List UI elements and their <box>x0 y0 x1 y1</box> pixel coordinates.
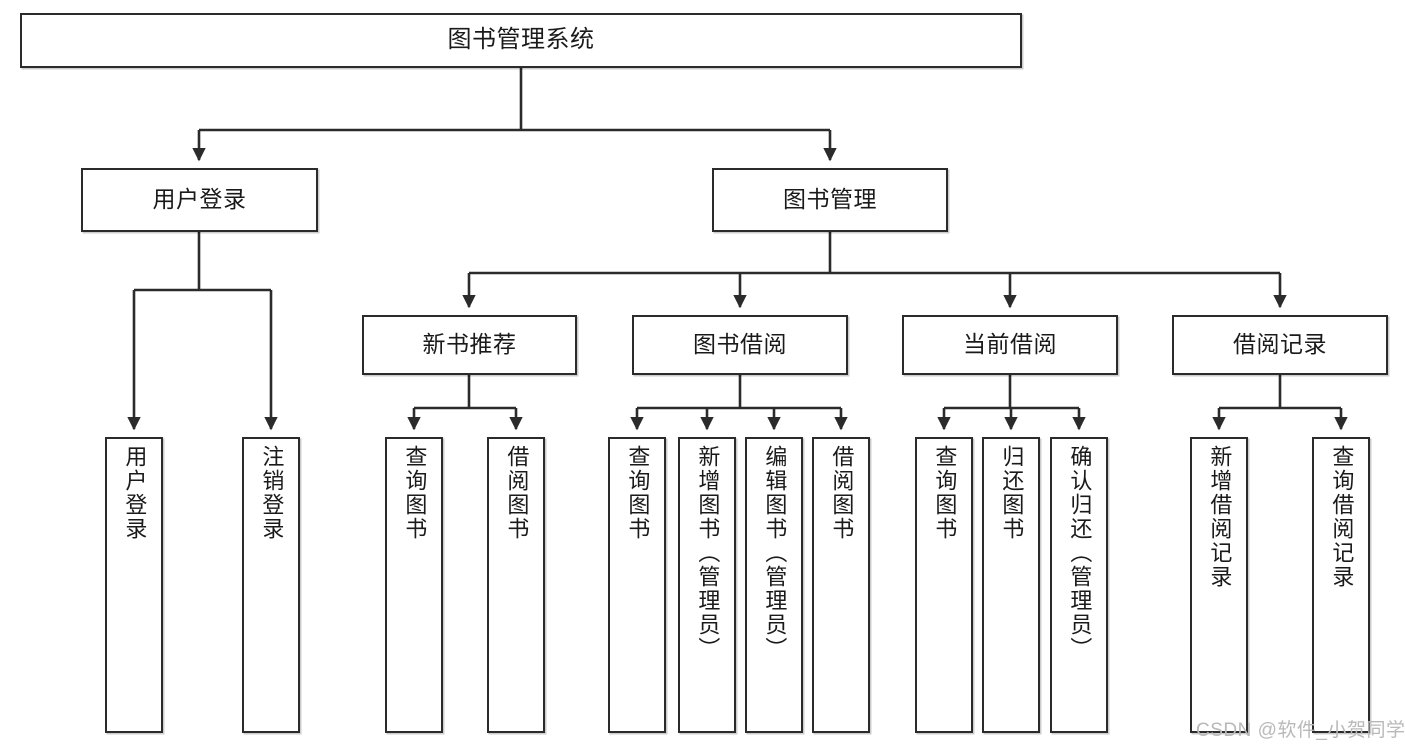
leaf-query-book-borrow-label: 查询图书 <box>625 445 651 541</box>
node-book-borrow-label: 图书借阅 <box>693 331 787 358</box>
node-book-management-label: 图书管理 <box>783 186 877 213</box>
node-user-login-label: 用户登录 <box>152 186 247 213</box>
node-user-login[interactable]: 用户登录 <box>81 168 318 232</box>
leaf-return-book-label: 归还图书 <box>999 445 1025 541</box>
leaf-borrow-book-rec[interactable]: 借阅图书 <box>487 437 545 733</box>
leaf-borrow-book-label: 借阅图书 <box>829 445 855 541</box>
leaf-confirm-return-admin-label: 确认归还（管理员） <box>1067 445 1093 661</box>
node-new-book-recommendation[interactable]: 新书推荐 <box>362 315 577 375</box>
leaf-query-borrow-record-label: 查询借阅记录 <box>1329 445 1355 589</box>
leaf-query-borrow-record[interactable]: 查询借阅记录 <box>1312 437 1370 733</box>
leaf-query-book-rec-label: 查询图书 <box>402 445 428 541</box>
node-borrow-record[interactable]: 借阅记录 <box>1172 315 1388 375</box>
leaf-query-book-rec[interactable]: 查询图书 <box>385 437 443 733</box>
leaf-borrow-book[interactable]: 借阅图书 <box>812 437 870 733</box>
node-borrow-record-label: 借阅记录 <box>1233 331 1327 358</box>
leaf-user-login-label: 用户登录 <box>122 445 148 541</box>
csdn-watermark: CSDN @软件_小贺同学 <box>1196 720 1405 741</box>
leaf-confirm-return-admin[interactable]: 确认归还（管理员） <box>1050 437 1108 733</box>
node-current-borrow[interactable]: 当前借阅 <box>902 315 1118 375</box>
leaf-logout-label: 注销登录 <box>259 445 285 541</box>
node-book-management[interactable]: 图书管理 <box>712 168 948 232</box>
leaf-query-book-borrow[interactable]: 查询图书 <box>608 437 666 733</box>
leaf-edit-book-admin-label: 编辑图书（管理员） <box>762 445 788 661</box>
leaf-query-book-current[interactable]: 查询图书 <box>915 437 973 733</box>
leaf-return-book[interactable]: 归还图书 <box>982 437 1040 733</box>
node-root-label: 图书管理系统 <box>447 26 595 54</box>
leaf-query-book-current-label: 查询图书 <box>932 445 958 541</box>
node-new-book-recommendation-label: 新书推荐 <box>422 331 517 358</box>
leaf-add-book-admin-label: 新增图书（管理员） <box>695 445 721 661</box>
leaf-borrow-book-rec-label: 借阅图书 <box>504 445 530 541</box>
leaf-add-book-admin[interactable]: 新增图书（管理员） <box>678 437 736 733</box>
node-book-borrow[interactable]: 图书借阅 <box>632 315 848 375</box>
leaf-user-login[interactable]: 用户登录 <box>105 437 163 733</box>
leaf-edit-book-admin[interactable]: 编辑图书（管理员） <box>745 437 803 733</box>
leaf-logout[interactable]: 注销登录 <box>242 437 300 733</box>
leaf-add-borrow-record[interactable]: 新增借阅记录 <box>1190 437 1248 733</box>
node-root[interactable]: 图书管理系统 <box>20 13 1022 68</box>
node-current-borrow-label: 当前借阅 <box>963 331 1057 358</box>
leaf-add-borrow-record-label: 新增借阅记录 <box>1207 445 1233 589</box>
